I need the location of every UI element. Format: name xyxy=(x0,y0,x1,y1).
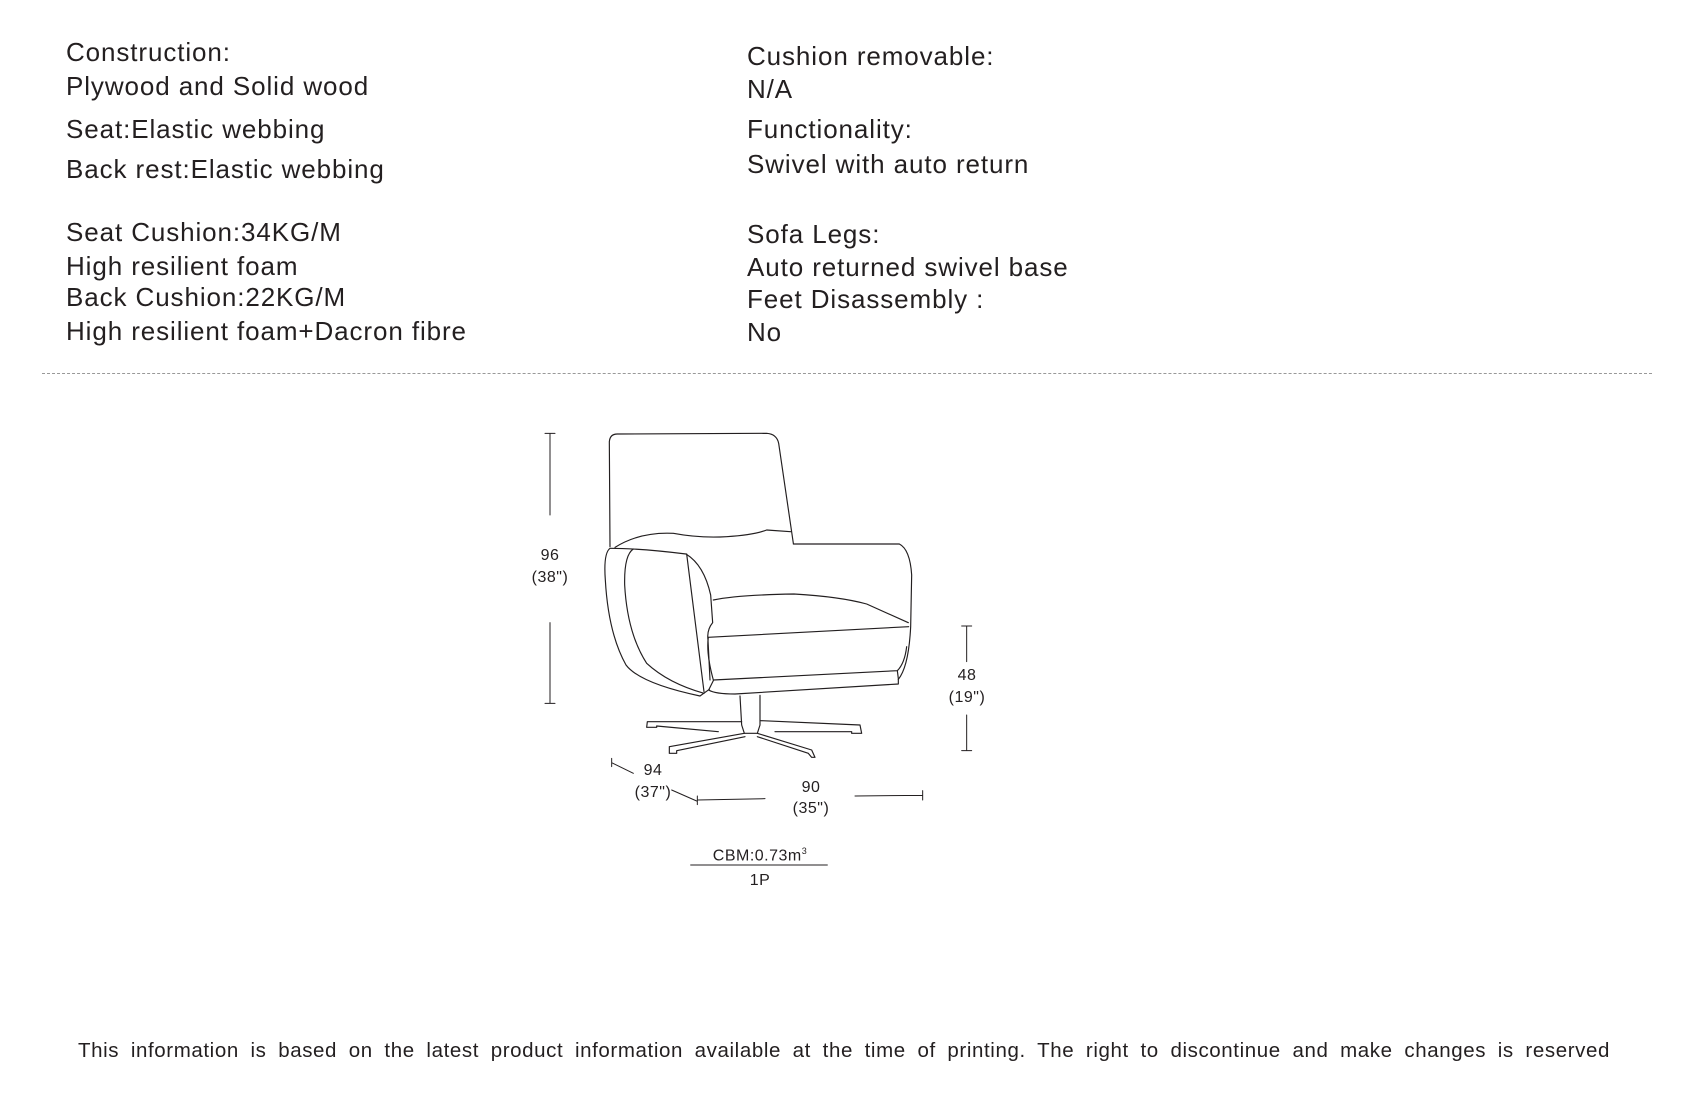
depth-cm-label: 94 xyxy=(643,762,663,779)
dashed-divider xyxy=(42,373,1652,374)
height-in-label: (38") xyxy=(531,569,569,586)
spec-sofa-legs-value: Auto returned swivel base xyxy=(747,252,1069,282)
spec-functionality-label: Functionality: xyxy=(747,114,913,144)
spec-cushion-removable-label: Cushion removable: xyxy=(747,41,995,71)
chair-drawing xyxy=(544,432,973,866)
footer-disclaimer: This information is based on the latest … xyxy=(78,1039,1610,1062)
spec-back-cushion-foam: High resilient foam+Dacron fibre xyxy=(66,316,467,346)
spec-cushion-removable-value: N/A xyxy=(747,74,794,104)
depth-in-label: (37") xyxy=(634,784,672,801)
chair-outline xyxy=(604,432,913,758)
spec-construction-value: Plywood and Solid wood xyxy=(66,71,370,101)
spec-sofa-legs-label: Sofa Legs: xyxy=(747,219,881,249)
height-cm-label: 96 xyxy=(540,547,560,564)
spec-feet-disassembly-value: No xyxy=(747,317,783,347)
dimension-lines xyxy=(544,432,973,866)
spec-seat: Seat:Elastic webbing xyxy=(66,114,326,144)
cbm-text: CBM:0.73m xyxy=(712,847,802,865)
spec-seat-cushion: Seat Cushion:34KG/M xyxy=(66,217,342,247)
spec-back-rest: Back rest:Elastic webbing xyxy=(66,154,385,184)
width-in-label: (35") xyxy=(792,800,830,817)
spec-functionality-value: Swivel with auto return xyxy=(747,149,1030,179)
spec-feet-disassembly-label: Feet Disassembly : xyxy=(747,284,985,314)
spec-seat-cushion-foam: High resilient foam xyxy=(66,251,299,281)
seat-height-in-label: (19") xyxy=(948,689,986,706)
width-cm-label: 90 xyxy=(801,779,821,796)
spec-construction-label: Construction: xyxy=(66,37,231,67)
cbm-superscript: 3 xyxy=(801,846,808,856)
pieces-label: 1P xyxy=(749,872,771,889)
seat-height-cm-label: 48 xyxy=(957,667,977,684)
spec-back-cushion: Back Cushion:22KG/M xyxy=(66,282,347,312)
cbm-label: CBM:0.73m3 xyxy=(713,846,807,865)
